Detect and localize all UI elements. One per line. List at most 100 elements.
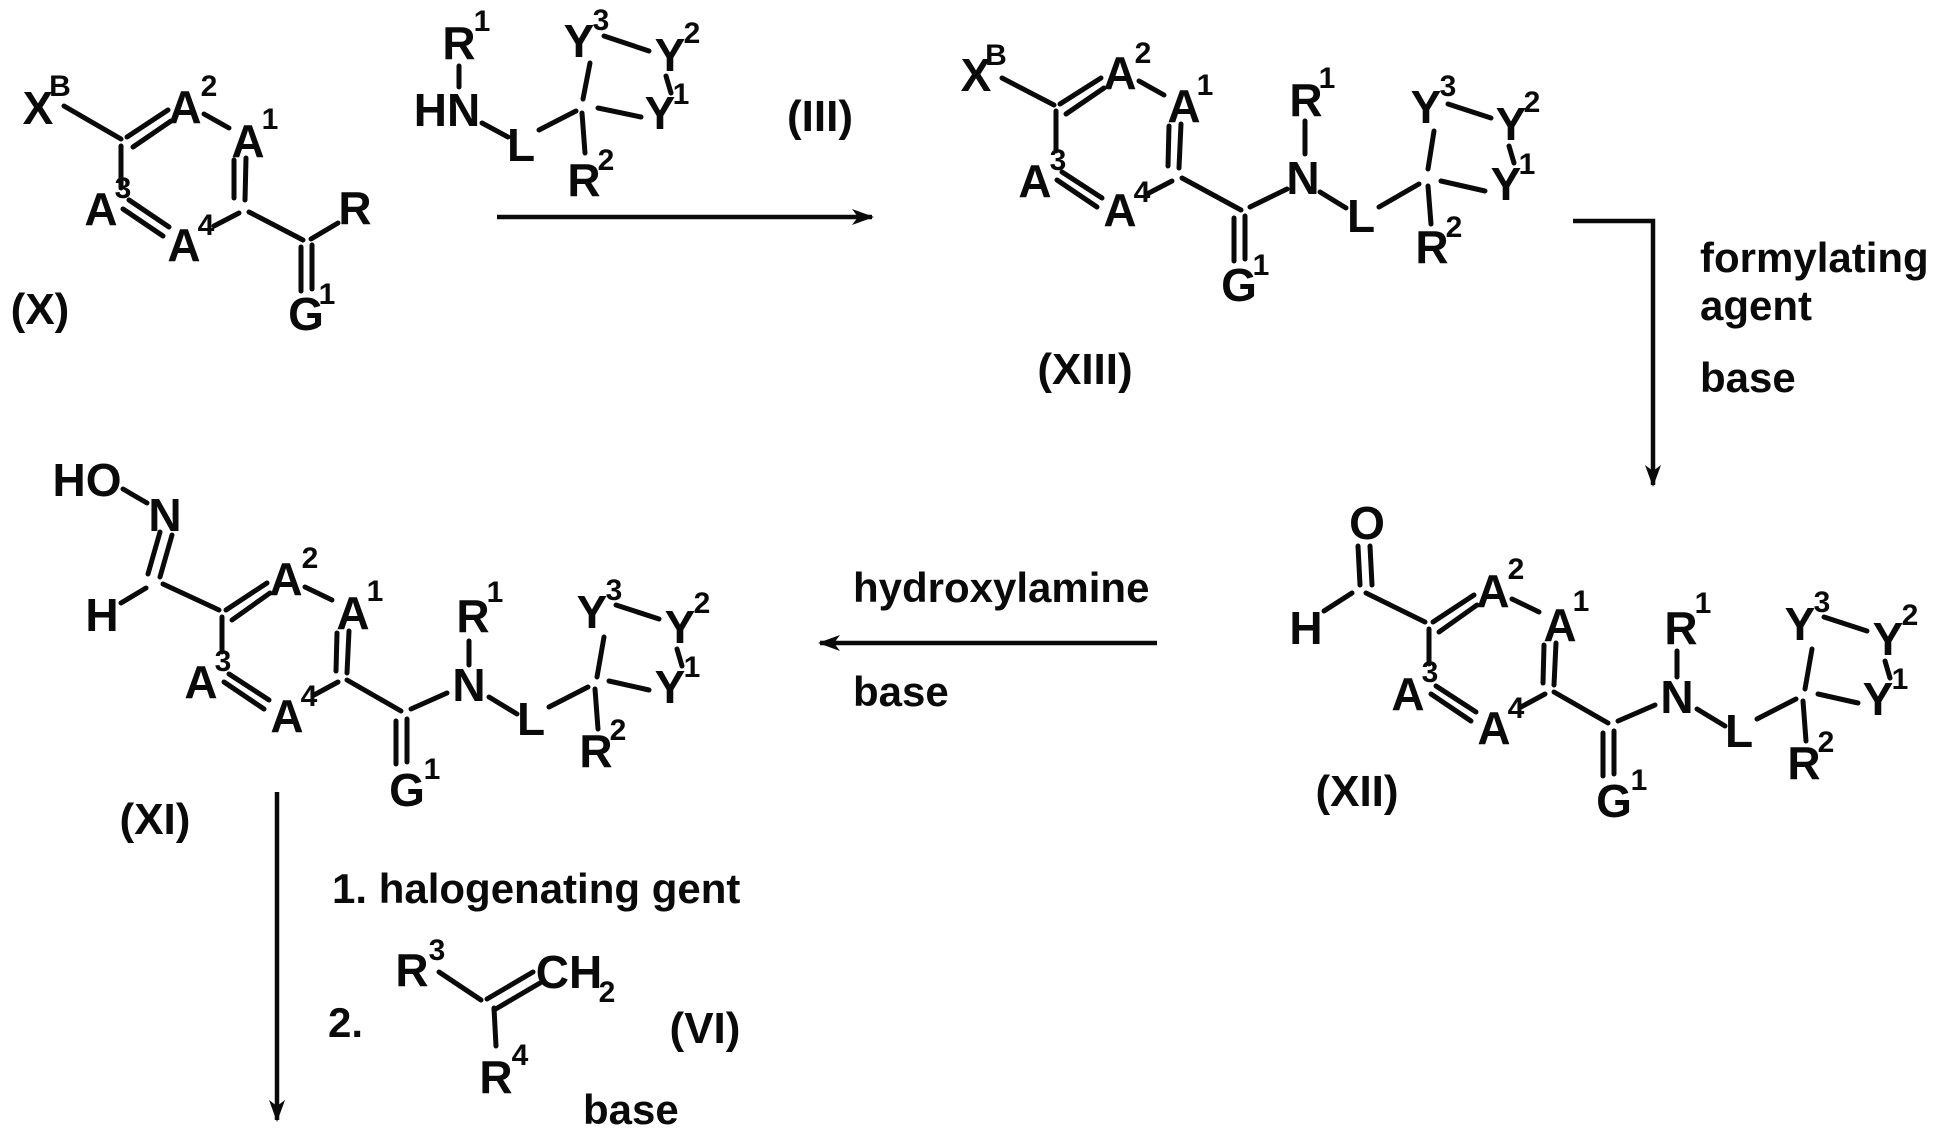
bond [601,33,652,54]
bond [157,532,175,580]
bond [1551,689,1611,726]
caption-vi: (VI) [670,1004,741,1053]
bond [160,581,222,613]
bond [1518,691,1548,710]
bond [1428,691,1474,724]
bond [491,980,543,1013]
bond [491,1005,499,1049]
atom-label-n-oxime: N [148,489,181,541]
bond [1540,642,1547,686]
bond [1144,178,1175,197]
atom-label-l: L [517,693,545,745]
reagent-text-hydroxylamine: hydroxylamine [853,564,1149,611]
bond [592,686,601,732]
bond [229,590,273,623]
caption-xii: (XII) [1315,767,1398,816]
bond [1136,78,1167,98]
structure-iii: R 1 HN L Y 3 Y 2 Y 1 R 2 (III) [414,4,853,206]
superscript-1: 1 [319,278,336,311]
bond [1754,696,1799,722]
reagent-text-formylating: formylating [1700,234,1929,281]
bond [242,155,249,203]
superscript-3: 3 [1050,144,1067,177]
bond [594,634,607,680]
bond [1363,590,1428,625]
superscript-2: 2 [598,144,615,177]
reagent-text-base: base [853,668,949,715]
superscript-1: 1 [684,651,701,684]
atom-label-a2: A [1476,565,1509,617]
atom-label-y3: Y [564,15,595,67]
bond [595,105,644,120]
superscript-1: 1 [487,576,504,609]
superscript-2: 2 [1902,599,1919,632]
bond [436,969,484,1003]
bond [1376,181,1422,210]
superscript-3: 3 [429,934,446,967]
bond [120,206,166,239]
atom-label-a2: A [269,553,302,605]
caption-xi: (XI) [120,795,191,844]
superscript-2: 2 [610,714,627,747]
superscript-2: 2 [302,542,319,575]
superscript-1: 1 [367,575,384,608]
bond [1054,177,1100,210]
structure-xii: O H A 2 A 1 A 3 A 4 G 1 N R 1 L Y 3 Y 2 … [1289,497,1918,827]
atom-label-o: O [1349,497,1385,549]
superscript-1: 1 [1253,249,1270,282]
bond [1247,186,1290,210]
bond [663,73,674,96]
bond [1063,85,1107,117]
atom-label-r3: R [395,944,428,996]
bond [1802,646,1815,692]
atom-label-r1: R [456,590,489,642]
superscript-4: 4 [301,680,318,713]
superscript-2: 2 [201,70,218,103]
bond [580,60,593,102]
atom-label-g1: G [1221,259,1257,311]
atom-label-y3: Y [577,586,608,638]
reagent-text-base: base [1700,354,1796,401]
bond [124,107,171,140]
superscript-b: B [49,70,71,103]
bond [1821,614,1870,634]
superscript-4: 4 [1134,176,1151,209]
bond [484,969,536,1002]
bond [1425,128,1437,172]
bond [1165,123,1172,169]
bond [1059,169,1105,201]
bond [201,111,232,131]
atom-label-g1: G [1596,775,1632,827]
superscript-1: 1 [1573,585,1590,618]
bond [308,220,341,242]
atom-label-a4: A [1103,184,1136,236]
bond [546,684,591,710]
bond [1176,121,1184,171]
atom-label-a1: A [1543,599,1576,651]
atom-label-ho: HO [53,454,122,506]
superscript-2: 2 [1508,553,1525,586]
atom-label-a3: A [84,183,117,235]
superscript-2: 2 [1135,37,1152,70]
atom-label-g1: G [288,288,324,340]
superscript-3: 3 [1440,70,1457,103]
superscript-b: B [985,39,1007,72]
superscript-4: 4 [198,209,215,242]
atom-label-a2: A [1103,47,1136,99]
superscript-3: 3 [115,172,132,205]
bond [606,678,652,693]
bond [118,585,149,606]
bond [579,110,588,156]
atom-label-xb: X [961,49,992,101]
structure-xi: HO N H A 2 A 1 A 3 A 4 G 1 N R 1 L Y 3 Y… [53,454,711,844]
atom-label-y1: Y [1491,158,1522,210]
superscript-1: 1 [474,5,491,38]
atom-label-ch2: CH [536,946,602,998]
superscript-1: 1 [1892,663,1909,696]
bond [1425,183,1434,227]
atom-label-a4: A [1477,702,1510,754]
reagent-text-step2: 2. [328,999,363,1046]
atom-label-y3: Y [1785,598,1816,650]
bond [536,108,579,133]
